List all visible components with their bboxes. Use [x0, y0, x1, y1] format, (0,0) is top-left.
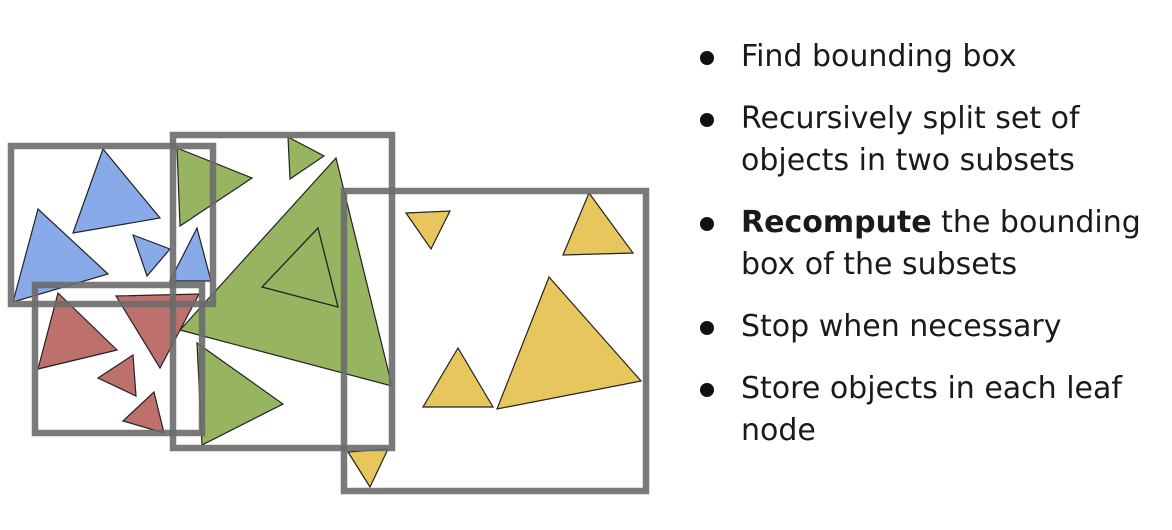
bullet-text: the bounding box of the subsets: [741, 205, 1141, 282]
bounding-box-green: [169, 131, 396, 452]
bullet-dot: [700, 51, 714, 65]
green-triangle: [196, 341, 285, 446]
yellow-triangle: [496, 275, 643, 410]
yellow-triangle: [346, 448, 389, 489]
red-triangle: [121, 390, 165, 434]
bullet-dot: [700, 383, 714, 397]
red-triangle: [37, 291, 119, 370]
blue-triangle: [169, 226, 212, 282]
yellow-triangle: [404, 210, 451, 251]
blue-triangle: [132, 233, 172, 278]
bullet-dot: [700, 113, 714, 127]
bullet-dot: [700, 217, 714, 231]
bounding-box-red: [31, 281, 206, 437]
red-triangle: [96, 353, 137, 397]
bullet-text: Find bounding box: [741, 39, 1017, 74]
bullet-item-2: Recursively split set of objects in two …: [696, 98, 1156, 182]
green-triangle: [287, 135, 326, 181]
bounding-boxes: [7, 131, 650, 495]
yellow-triangles: [346, 191, 643, 489]
green-triangle: [178, 156, 393, 387]
bounding-box-blue: [7, 142, 217, 308]
bullet-item-3: Recompute the bounding box of the subset…: [696, 202, 1156, 286]
bullet-item-1: Find bounding box: [696, 36, 1156, 78]
green-triangle-outline: [260, 226, 339, 308]
bullet-list: Find bounding box Recursively split set …: [696, 36, 1156, 472]
bvh-diagram: [7, 131, 650, 495]
bullet-text: Stop when necessary: [741, 309, 1062, 344]
red-triangle: [114, 293, 201, 370]
blue-triangles: [12, 147, 212, 303]
bullet-text: Store objects in each leaf node: [741, 371, 1122, 448]
bullet-text: Recursively split set of objects in two …: [741, 101, 1080, 178]
blue-triangle: [72, 147, 162, 234]
bullet-bold-text: Recompute: [741, 205, 932, 240]
red-triangles: [37, 291, 201, 434]
bullet-item-4: Stop when necessary: [696, 306, 1156, 348]
bullet-dot: [700, 321, 714, 335]
yellow-triangle: [562, 191, 635, 256]
bullet-item-5: Store objects in each leaf node: [696, 368, 1156, 452]
yellow-triangle: [421, 346, 495, 408]
bounding-box-yellow: [340, 187, 650, 495]
green-triangles: [176, 135, 393, 446]
